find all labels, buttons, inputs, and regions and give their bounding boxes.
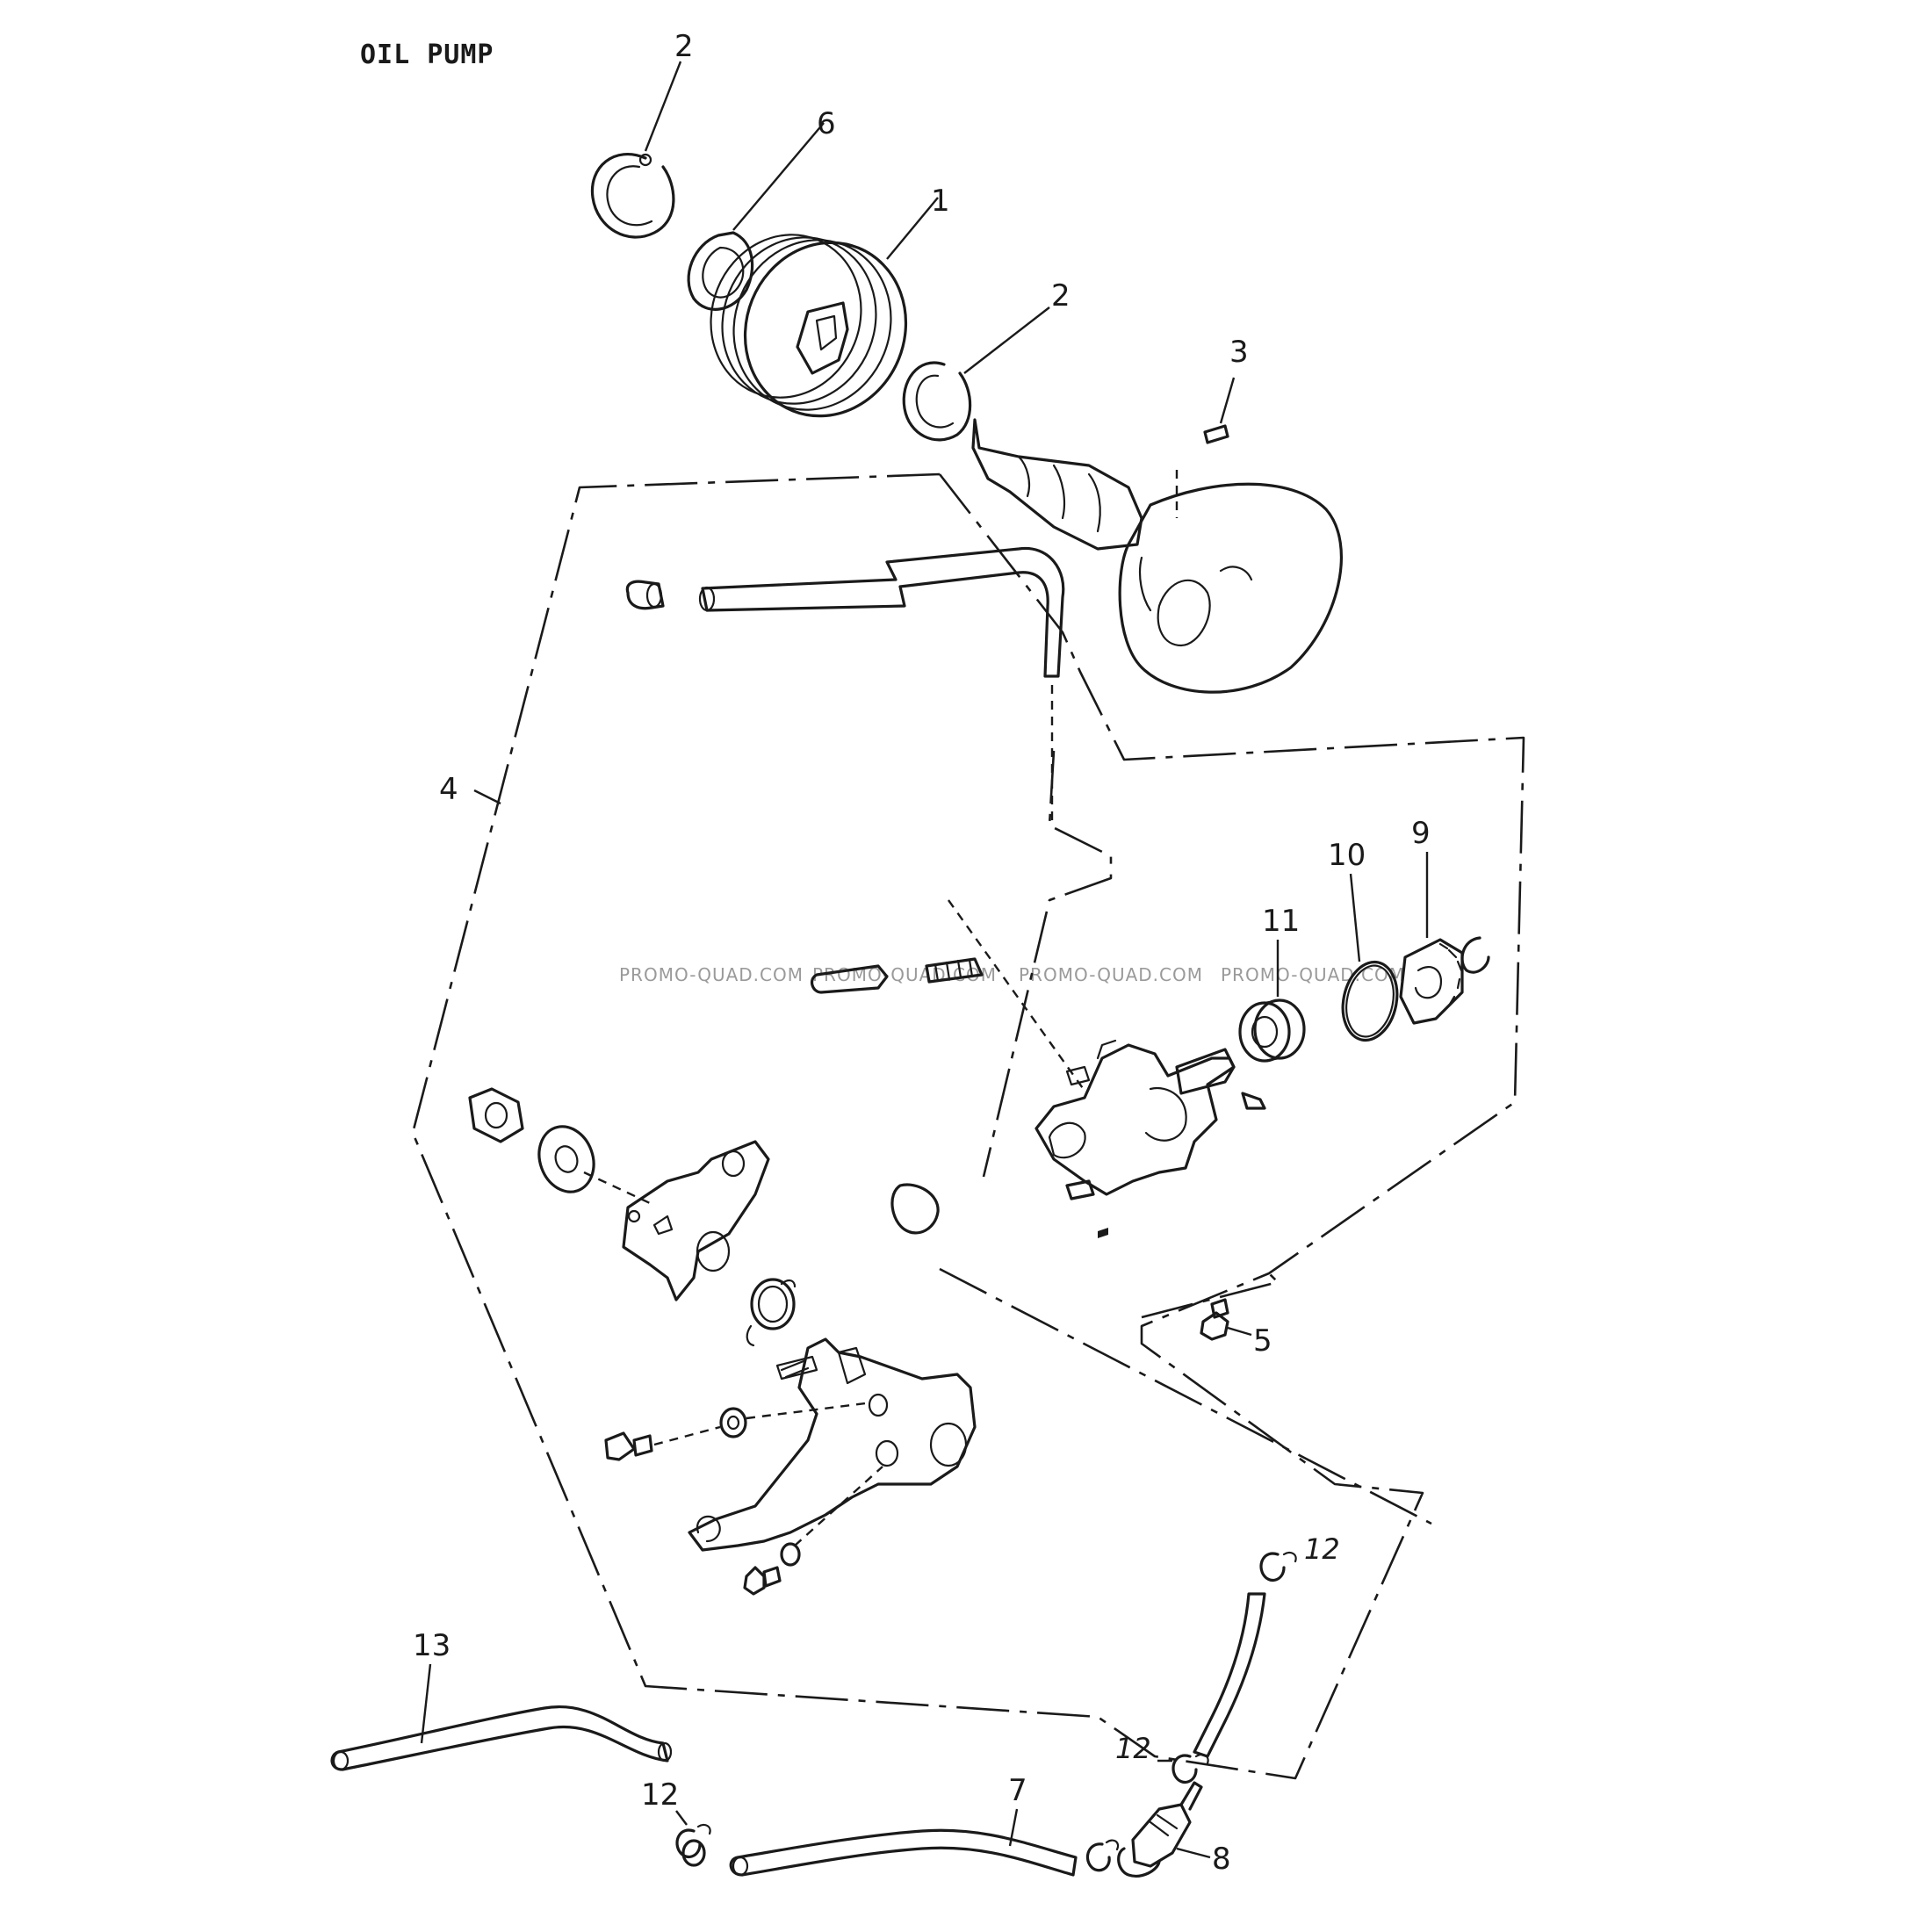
- oil-filter: 8: [1117, 1781, 1231, 1878]
- callout-label-12: 12: [1115, 1732, 1151, 1765]
- hose-long: 13: [330, 1628, 673, 1771]
- hose-clip-mid: 12: [1115, 1732, 1209, 1784]
- hose-clip-left: 12: [641, 1777, 711, 1867]
- gasket: [890, 1183, 940, 1235]
- circlip-mid: 2: [902, 278, 1071, 442]
- flat-washer: [537, 1125, 595, 1193]
- hose-lower: 7: [729, 1773, 1078, 1877]
- hose-clip-upper: 12: [1259, 1532, 1340, 1582]
- callout-label-7: 7: [1008, 1773, 1027, 1808]
- callout-label-12: 12: [641, 1777, 679, 1813]
- watermark-text: PROMO-QUAD.COM: [812, 964, 997, 985]
- plunger-pin: [810, 957, 984, 994]
- callout-label-8: 8: [1212, 1842, 1231, 1877]
- wave-washer: 6: [687, 106, 836, 311]
- drive-shaft: 3: [971, 335, 1344, 694]
- lever-arm: [688, 1337, 977, 1552]
- callout-label-10: 10: [1328, 838, 1366, 873]
- outlet-hose: [1193, 1592, 1266, 1758]
- callout-label-5: 5: [1253, 1323, 1272, 1359]
- callout-label-9: 9: [1411, 816, 1431, 851]
- hose-clip-icon: [1259, 1551, 1297, 1582]
- bearing: 11: [1238, 904, 1306, 1063]
- pin-icon: [1203, 424, 1229, 444]
- pulley-icon: [710, 234, 908, 418]
- page-title: OIL PUMP: [360, 40, 494, 70]
- hose-clip-filter: [1085, 1839, 1120, 1872]
- callout-label-12: 12: [1304, 1532, 1340, 1566]
- circlip-icon: [902, 361, 972, 442]
- gear-icon: [1399, 938, 1464, 1025]
- callout-label-4: 4: [439, 772, 458, 807]
- lower-bolt: [743, 1466, 883, 1596]
- callout-label-2: 2: [674, 29, 694, 64]
- pump-bolt: 5: [1200, 1298, 1272, 1359]
- hose-clip-icon: [1171, 1753, 1209, 1784]
- hose-clip-icon: [1085, 1839, 1120, 1872]
- spring: [746, 1278, 797, 1347]
- adjuster-plate: [622, 1140, 770, 1301]
- adjust-bolt: [604, 1402, 866, 1461]
- watermark-text: PROMO-QUAD.COM: [1221, 964, 1405, 985]
- pump-body: [1034, 1039, 1266, 1238]
- assembly-leaders: [948, 470, 1179, 1092]
- hose-clip-icon: [675, 1823, 711, 1867]
- callout-label-2: 2: [1051, 278, 1071, 314]
- assembly-boundary: [411, 472, 1525, 1780]
- bearing-icon: [1238, 998, 1306, 1063]
- callout-label-11: 11: [1262, 904, 1300, 939]
- filter-icon: [1117, 1781, 1203, 1878]
- watermark-text: PROMO-QUAD.COM: [619, 964, 804, 985]
- hex-nut: [468, 1087, 524, 1143]
- worm-gear: 9: [1399, 816, 1490, 1025]
- drive-pulley: 1: [710, 184, 950, 418]
- callout-label-6: 6: [817, 106, 836, 141]
- pump-assembly-callout: 4: [439, 772, 501, 807]
- callout-label-3: 3: [1229, 335, 1249, 370]
- watermark-text: PROMO-QUAD.COM: [1019, 964, 1203, 985]
- o-ring: 10: [1328, 838, 1399, 1042]
- callout-label-13: 13: [413, 1628, 451, 1663]
- wave-washer-icon: [687, 231, 754, 311]
- circlip-top: 2: [590, 29, 694, 239]
- delivery-tube: [625, 546, 1065, 678]
- shaft-icon: [971, 418, 1344, 694]
- watermark-strip: PROMO-QUAD.COM PROMO-QUAD.COM PROMO-QUAD…: [619, 964, 1405, 985]
- circlip-icon: [590, 153, 675, 239]
- callout-label-1: 1: [931, 184, 950, 219]
